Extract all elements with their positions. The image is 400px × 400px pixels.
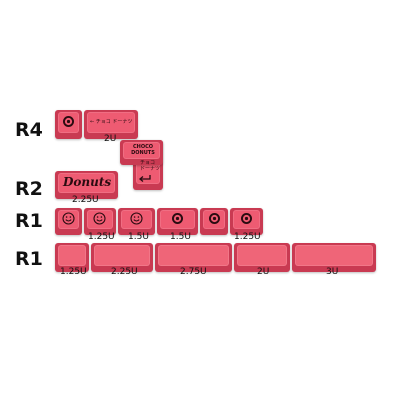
keycap-r1a-3 (118, 208, 155, 235)
row-label-r1-a: R1 (15, 210, 43, 232)
size-label-r4-2u: 2U (104, 134, 117, 144)
size-label-r1b-2u: 2U (257, 267, 270, 277)
key-legend: ← チョコ ドーナツ (90, 119, 133, 125)
keycap-r1a-4 (157, 208, 198, 235)
size-label-r2-225u: 2.25U (72, 195, 99, 205)
donut-icon (172, 213, 183, 224)
smiley-icon (62, 212, 75, 225)
size-label-r1a-15u-b: 1.5U (170, 232, 191, 242)
keycap-r1a-2 (84, 208, 116, 235)
keycap-r1a-1 (55, 208, 82, 235)
smiley-icon (93, 212, 106, 225)
keycap-r1b-3 (155, 243, 232, 272)
size-label-r1b-125u: 1.25U (60, 267, 87, 277)
size-label-r1b-275u: 2.75U (180, 267, 207, 277)
keycap-r1b-5 (292, 243, 376, 272)
donut-icon (63, 116, 74, 127)
smiley-icon (130, 212, 143, 225)
donuts-legend: Donuts (63, 175, 112, 189)
keycap-r1b-1 (55, 243, 89, 272)
keycap-r4-2u: ← チョコ ドーナツ (84, 110, 138, 139)
row-label-r2: R2 (15, 178, 43, 200)
size-label-r1a-125u: 1.25U (88, 232, 115, 242)
row-label-r4: R4 (15, 119, 43, 141)
size-label-r1a-125u-b: 1.25U (234, 232, 261, 242)
size-label-r1a-15u-a: 1.5U (128, 232, 149, 242)
enter-arrow-icon (138, 175, 151, 182)
size-label-r1b-3u: 3U (326, 267, 339, 277)
keycap-r4-donut (55, 110, 82, 139)
row-label-r1-b: R1 (15, 248, 43, 270)
keycap-r1a-5 (200, 208, 228, 235)
keycap-r2-donuts: Donuts (55, 171, 118, 199)
donut-icon (209, 213, 220, 224)
donut-icon (241, 213, 252, 224)
enter-legend-en: CHOCO DONUTS (131, 144, 155, 156)
keycap-r1b-2 (91, 243, 153, 272)
keycap-iso-enter-upper (120, 140, 163, 165)
keycap-r1a-6 (230, 208, 263, 235)
keycap-r1b-4 (234, 243, 290, 272)
enter-legend-jp: チョコ ドーナツ (140, 160, 161, 172)
size-label-r1b-225u: 2.25U (111, 267, 138, 277)
